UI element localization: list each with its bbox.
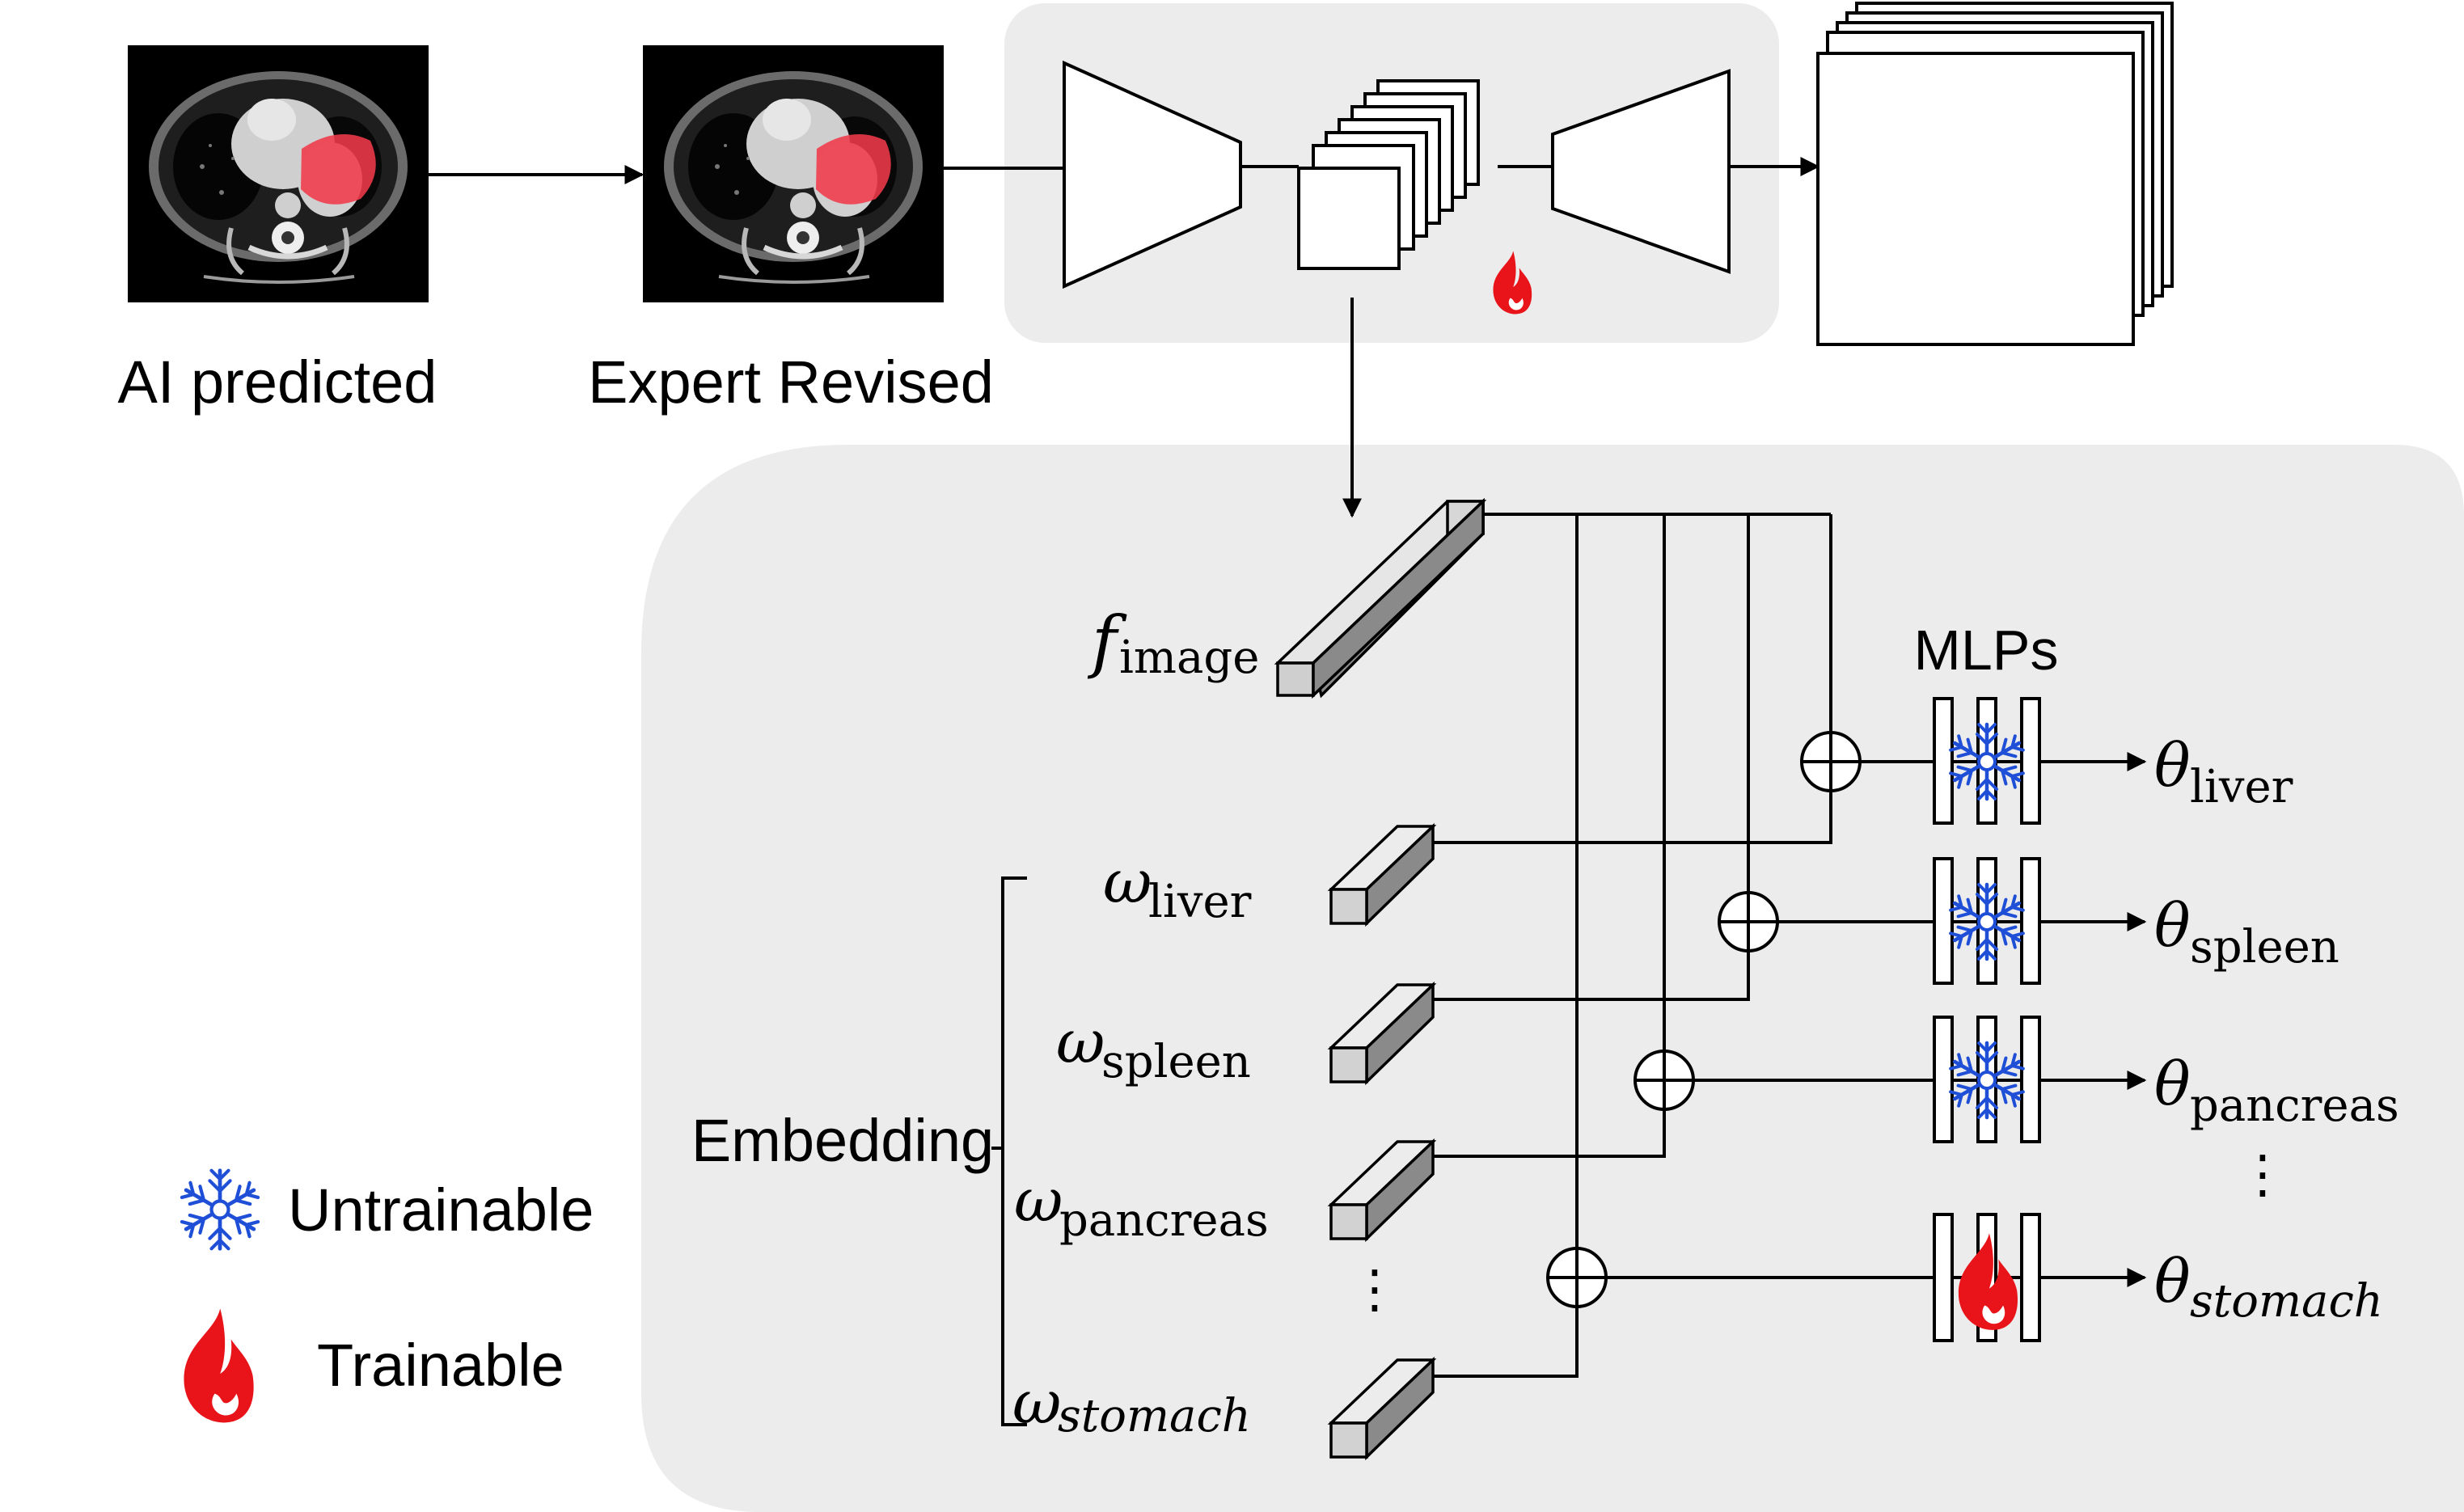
svg-text:ω: ω bbox=[1056, 1007, 1105, 1077]
svg-text:ω: ω bbox=[1103, 847, 1152, 917]
f-image-label: f image bbox=[1087, 602, 1259, 684]
f-image-vector bbox=[1274, 497, 1487, 699]
svg-text:ω: ω bbox=[1012, 1368, 1061, 1438]
theta-spleen-label: θ spleen bbox=[2154, 891, 2339, 974]
f-image-connections bbox=[1483, 513, 1832, 1278]
label-mlps: MLPs bbox=[1914, 619, 2059, 682]
svg-text:liver: liver bbox=[1148, 876, 1252, 928]
theta-pancreas-label: θ pancreas bbox=[2154, 1050, 2399, 1132]
feature-map-stack bbox=[1297, 79, 1480, 270]
decoder-block bbox=[1551, 69, 1731, 274]
svg-text:spleen: spleen bbox=[2190, 921, 2339, 974]
embedding-vector-pancreas bbox=[1327, 1138, 1437, 1243]
concat-to-mlp-lines bbox=[1606, 760, 1934, 1279]
legend-untrainable: Untrainable bbox=[288, 1176, 594, 1244]
snowflake-icon bbox=[181, 1171, 259, 1249]
concat-node-spleen bbox=[1718, 891, 1779, 952]
label-embedding: Embedding bbox=[691, 1107, 994, 1174]
legend-trainable: Trainable bbox=[317, 1332, 564, 1399]
flame-icon bbox=[184, 1308, 254, 1423]
output-mask-stack bbox=[1816, 2, 2174, 346]
omega-stomach-label: ω stomach bbox=[1012, 1368, 1251, 1442]
concat-node-stomach bbox=[1546, 1247, 1608, 1308]
svg-text:stomach: stomach bbox=[1058, 1390, 1251, 1442]
ct-image-ai-predicted bbox=[128, 45, 429, 302]
svg-text:pancreas: pancreas bbox=[2190, 1079, 2399, 1132]
svg-text:θ: θ bbox=[2154, 731, 2191, 800]
svg-text:spleen: spleen bbox=[1101, 1036, 1251, 1088]
encoder-block bbox=[1063, 60, 1242, 289]
svg-text:stomach: stomach bbox=[2190, 1275, 2383, 1328]
mlp-output-arrows bbox=[2039, 752, 2147, 1287]
mlp-stomach bbox=[1933, 1213, 2041, 1342]
embedding-brace bbox=[991, 876, 1027, 1426]
embedding-vector-liver bbox=[1327, 822, 1437, 927]
mlp-pancreas bbox=[1933, 1016, 2041, 1143]
ct-image-expert-revised bbox=[643, 45, 944, 302]
embedding-connections bbox=[1433, 791, 1832, 1378]
prompt-module-panel bbox=[641, 445, 2464, 1512]
concat-node-pancreas bbox=[1634, 1050, 1695, 1111]
concat-node-liver bbox=[1800, 731, 1862, 792]
vdots-embeddings: ⋮ bbox=[1349, 1260, 1401, 1318]
svg-text:θ: θ bbox=[2154, 1050, 2191, 1119]
theta-stomach-label: θ stomach bbox=[2154, 1247, 2383, 1328]
embedding-vector-stomach bbox=[1327, 1356, 1437, 1461]
mlp-liver bbox=[1933, 697, 2041, 825]
label-ai-predicted: AI predicted bbox=[118, 348, 437, 416]
embedding-vector-spleen bbox=[1327, 981, 1437, 1086]
omega-liver-label: ω liver bbox=[1103, 847, 1252, 928]
svg-text:liver: liver bbox=[2190, 761, 2293, 813]
svg-text:image: image bbox=[1119, 631, 1259, 684]
label-expert-revised: Expert Revised bbox=[588, 348, 994, 416]
omega-spleen-label: ω spleen bbox=[1056, 1007, 1251, 1088]
legend: Untrainable Trainable bbox=[181, 1171, 594, 1423]
vdots-outputs: ⋮ bbox=[2237, 1145, 2289, 1203]
svg-text:θ: θ bbox=[2154, 891, 2191, 961]
omega-pancreas-label: ω pancreas bbox=[1014, 1166, 1269, 1247]
svg-text:θ: θ bbox=[2154, 1247, 2191, 1316]
svg-text:ω: ω bbox=[1014, 1166, 1063, 1235]
theta-liver-label: θ liver bbox=[2154, 731, 2293, 813]
mlp-spleen bbox=[1933, 857, 2041, 985]
svg-text:pancreas: pancreas bbox=[1059, 1194, 1269, 1247]
